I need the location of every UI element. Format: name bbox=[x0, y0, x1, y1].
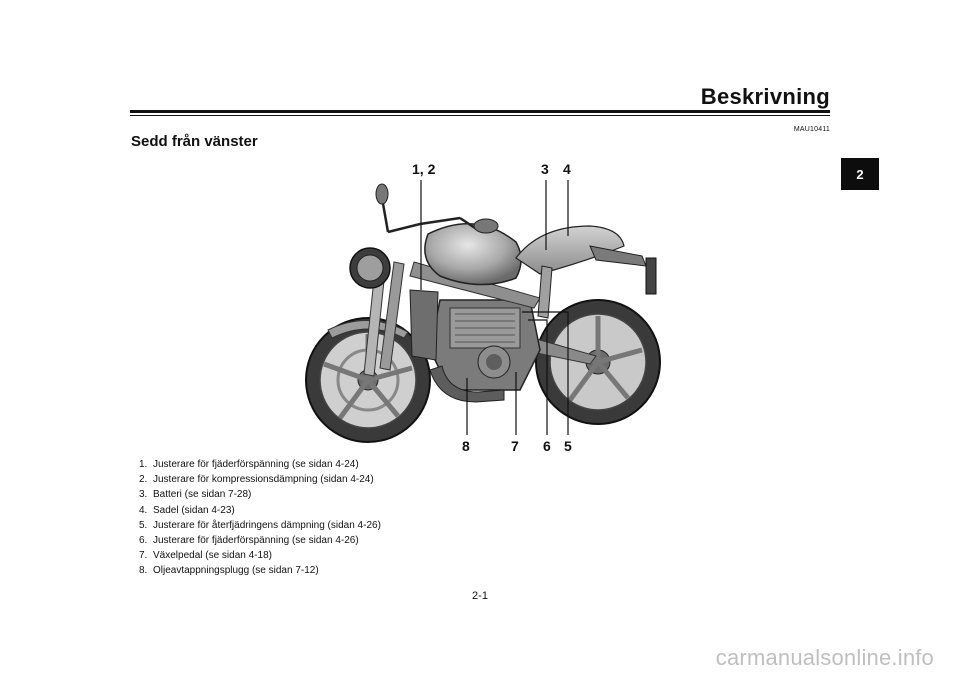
seat bbox=[515, 225, 625, 275]
legend-item: 3.Batteri (se sidan 7-28) bbox=[139, 489, 252, 501]
legend-item: 1.Justerare för fjäderförspänning (se si… bbox=[139, 459, 359, 470]
legend-item: 7.Växelpedal (se sidan 4-18) bbox=[139, 550, 272, 562]
legend-item: 4.Sadel (sidan 4-23) bbox=[139, 504, 235, 516]
rear-wheel bbox=[535, 299, 661, 425]
header-rule-thick bbox=[130, 110, 830, 113]
watermark: carmanualsonline.info bbox=[715, 645, 934, 670]
callout-5: 5 bbox=[564, 438, 572, 454]
rear-shock bbox=[537, 265, 553, 319]
motorcycle-illustration bbox=[305, 180, 661, 443]
callout-7: 7 bbox=[511, 438, 519, 454]
callout-1-2: 1, 2 bbox=[412, 161, 436, 177]
callout-3: 3 bbox=[541, 161, 549, 177]
mirror-right bbox=[473, 218, 499, 234]
parts-legend: 1.Justerare för fjäderförspänning (se si… bbox=[139, 457, 381, 579]
callout-6: 6 bbox=[543, 438, 551, 454]
license-plate-holder bbox=[645, 257, 657, 295]
exhaust bbox=[429, 365, 505, 403]
legend-item: 2.Justerare för kompressionsdämpning (si… bbox=[139, 474, 374, 486]
radiator bbox=[409, 289, 439, 361]
page-number: 2-1 bbox=[472, 590, 488, 602]
header-rule-thin bbox=[130, 115, 830, 116]
legend-item: 5.Justerare för återfjädringens dämpning… bbox=[139, 519, 381, 531]
callout-8: 8 bbox=[462, 438, 470, 454]
chapter-title: Beskrivning bbox=[700, 84, 830, 109]
mirror-left bbox=[375, 183, 389, 205]
callout-4: 4 bbox=[563, 161, 571, 177]
headlight bbox=[349, 247, 391, 289]
legend-item: 6.Justerare för fjäderförspänning (se si… bbox=[139, 535, 359, 547]
front-forks bbox=[363, 259, 405, 377]
legend-item: 8.Oljeavtappningsplugg (se sidan 7-12) bbox=[139, 565, 319, 577]
callout-leader-lines bbox=[420, 180, 569, 435]
document-code: MAU10411 bbox=[793, 126, 830, 133]
fuel-tank bbox=[424, 223, 522, 286]
chapter-tab[interactable]: 2 bbox=[841, 158, 879, 190]
section-title: Sedd från vänster bbox=[131, 133, 258, 150]
